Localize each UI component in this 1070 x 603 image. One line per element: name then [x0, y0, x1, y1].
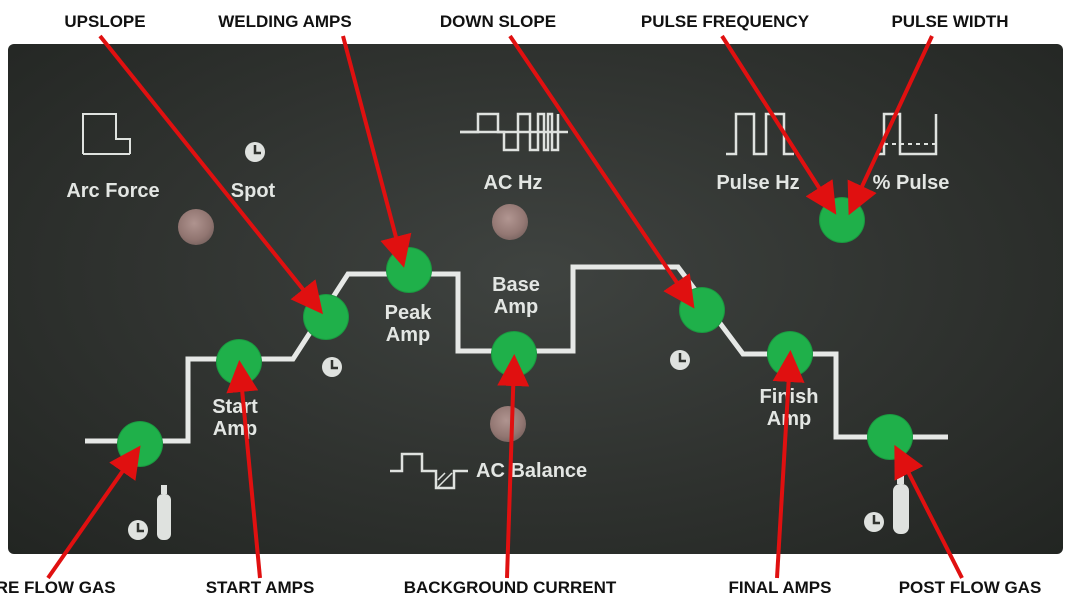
down-slope-callout: DOWN SLOPE	[418, 12, 578, 32]
pulse-frequency-callout: PULSE FREQUENCY	[620, 12, 830, 32]
post-flow-gas-arrow	[898, 452, 962, 578]
background-current-callout: BACKGROUND CURRENT	[390, 578, 630, 598]
pre-flow-gas-arrow	[48, 452, 136, 578]
post-flow-gas-callout: POST FLOW GAS	[880, 578, 1060, 598]
background-current-arrow	[507, 362, 514, 578]
start-amps-arrow	[240, 368, 260, 578]
pulse-width-arrow	[852, 36, 932, 208]
welding-amps-arrow	[343, 36, 402, 260]
upslope-callout: UPSLOPE	[45, 12, 165, 32]
start-amps-callout: START AMPS	[180, 578, 340, 598]
pulse-width-callout: PULSE WIDTH	[870, 12, 1030, 32]
upslope-arrow	[100, 36, 318, 308]
final-amps-arrow	[777, 358, 790, 578]
pulse-frequency-arrow	[722, 36, 832, 208]
welding-amps-callout: WELDING AMPS	[200, 12, 370, 32]
final-amps-callout: FINAL AMPS	[700, 578, 860, 598]
pre-flow-gas-callout: PRE FLOW GAS	[0, 578, 130, 598]
down-slope-arrow	[510, 36, 690, 302]
